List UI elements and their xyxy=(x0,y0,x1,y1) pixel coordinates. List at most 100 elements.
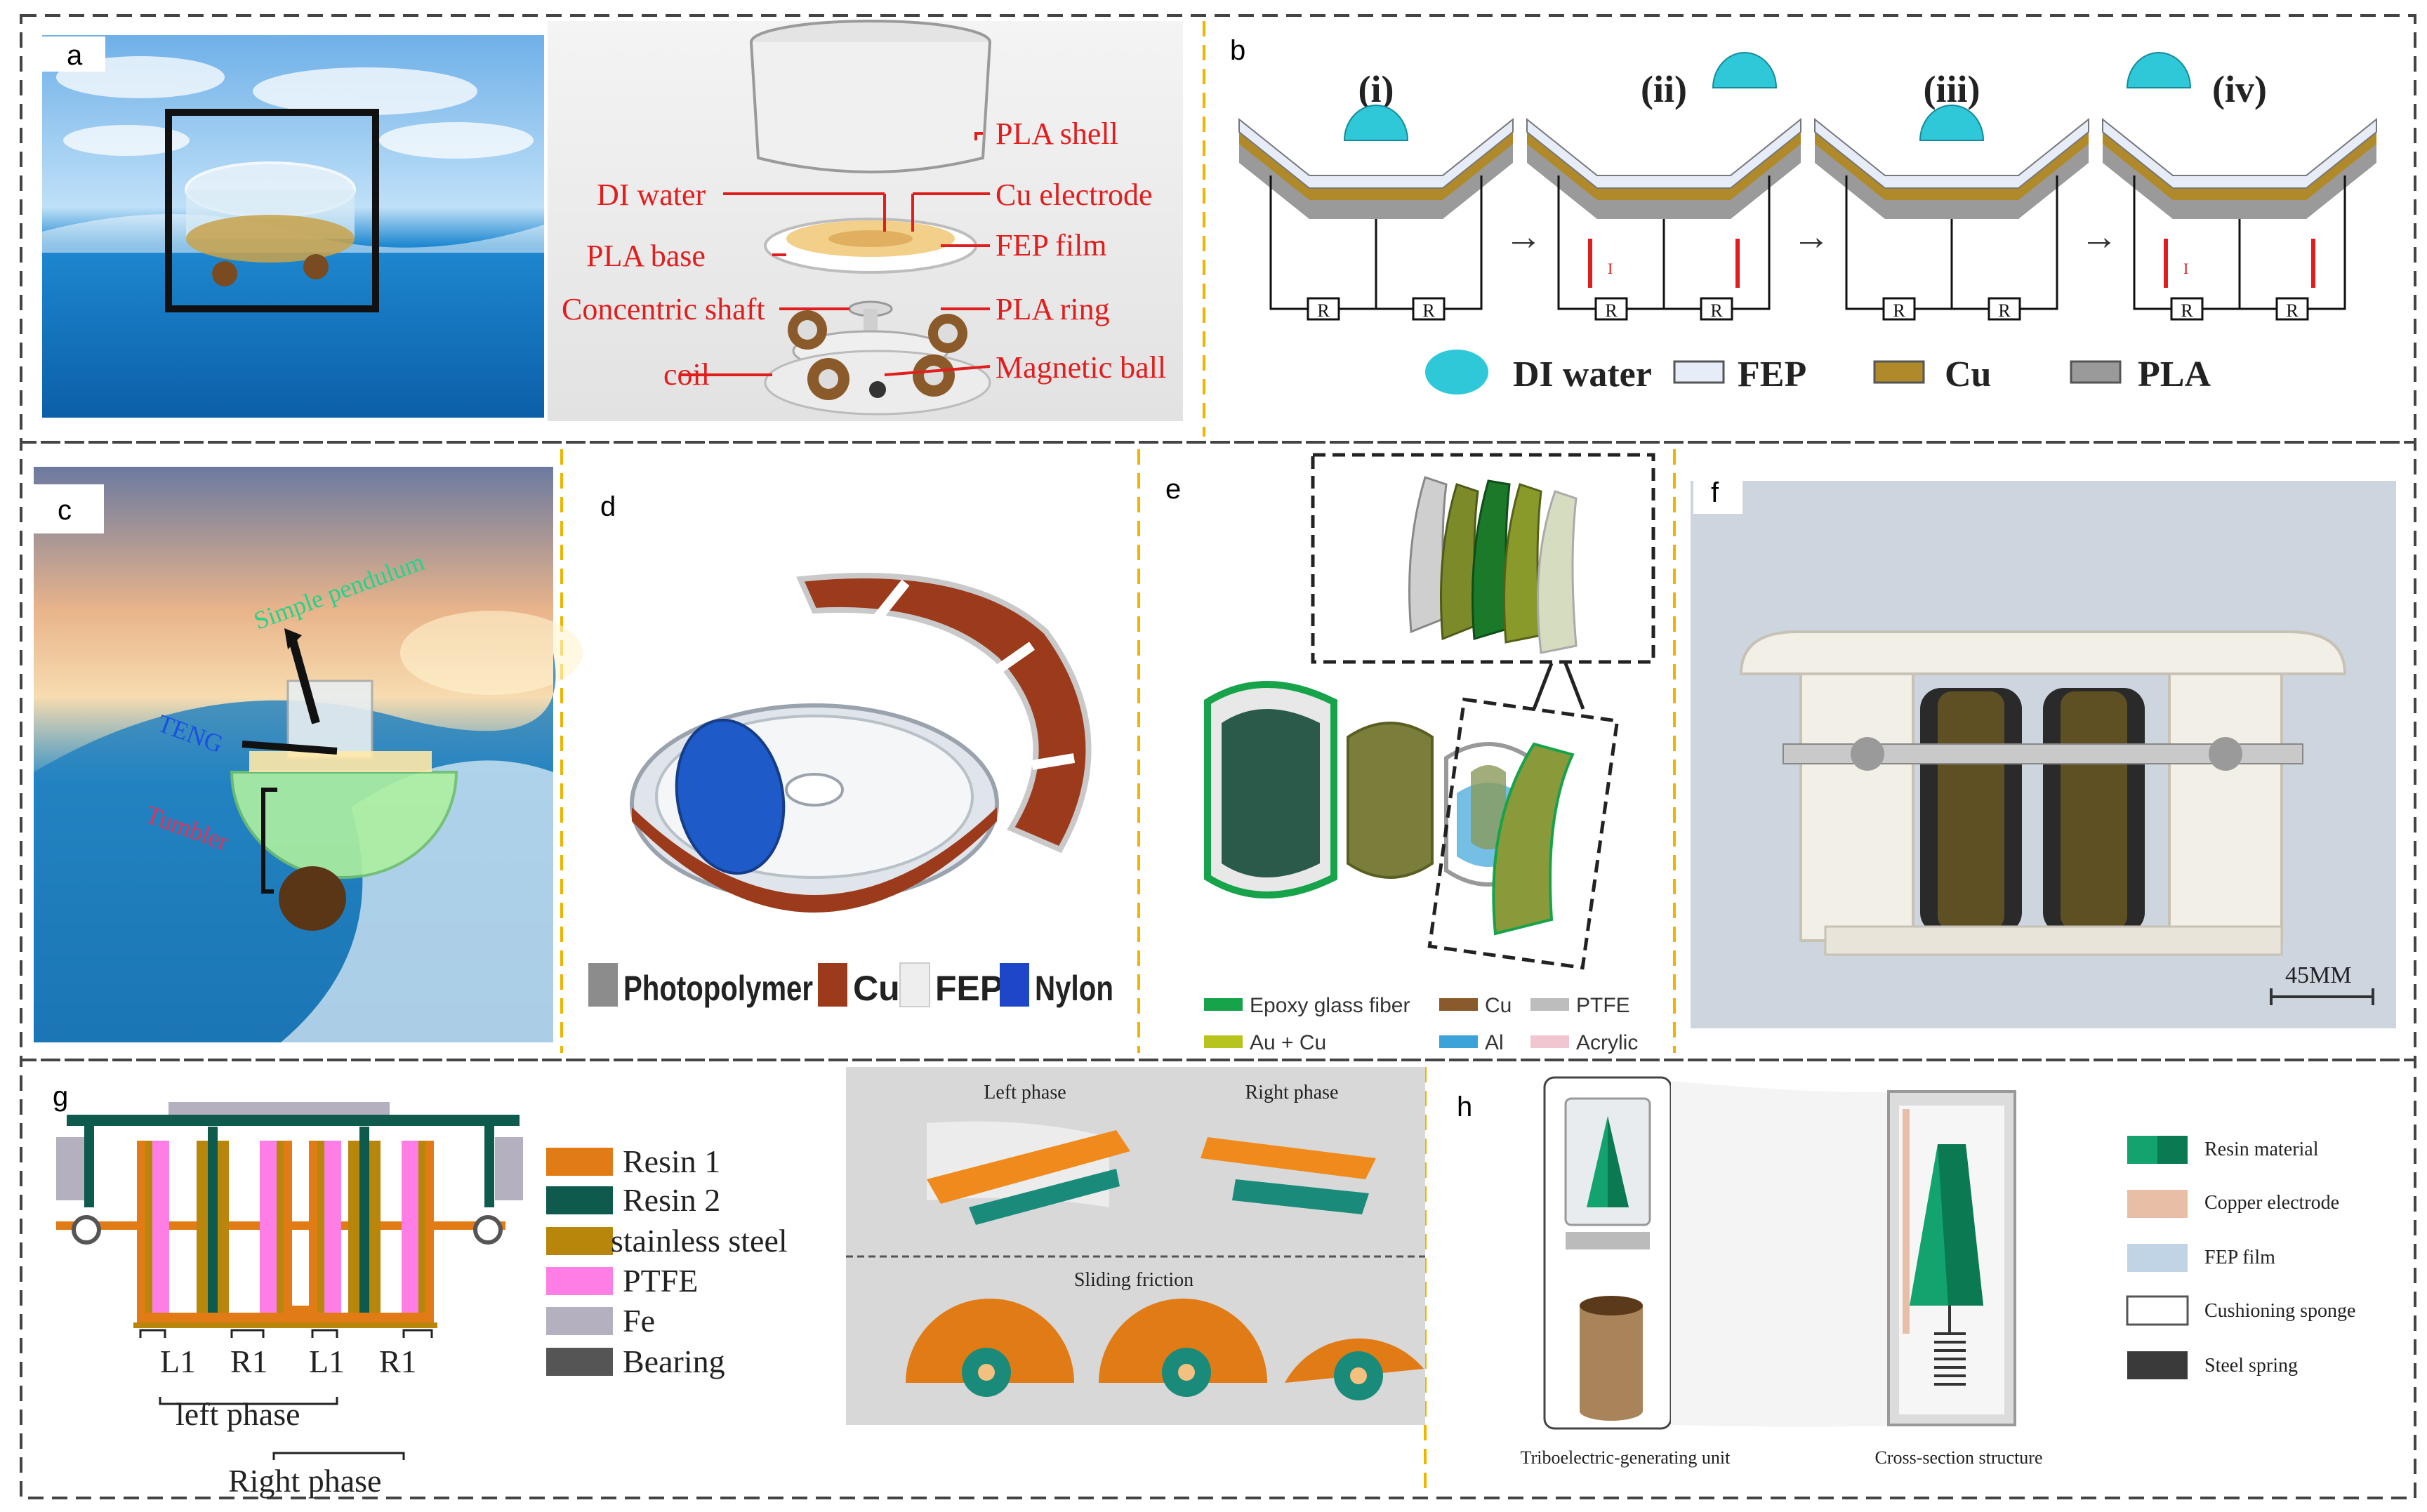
bottom-labels-g: L1 R1 L1 R1 left phase Right phase xyxy=(160,1344,417,1499)
render-parts xyxy=(906,1121,1424,1400)
panel-letter-e: e xyxy=(1165,474,1181,505)
legend-spring: Steel spring xyxy=(2204,1355,2298,1377)
legend-fep: FEP xyxy=(1738,354,1806,394)
schematic-g xyxy=(56,1102,523,1328)
legend-swatch-cu-e xyxy=(1439,998,1478,1011)
bracket-lines xyxy=(139,1329,433,1460)
legend-swatch-fe xyxy=(546,1307,613,1335)
resistor-label: R xyxy=(1998,300,2011,321)
stage-arrows: → → → xyxy=(1505,215,2118,258)
legend-swatch-fep xyxy=(899,962,930,1007)
tumbler-device xyxy=(230,628,458,931)
stage-label-2: (ii) xyxy=(1641,68,1687,110)
legend-swatch-di-water xyxy=(1425,350,1488,394)
legend-swatch-fep xyxy=(1673,360,1725,384)
resistor xyxy=(1412,297,1446,321)
panel-g: g xyxy=(53,1067,1425,1499)
legend-ptfe-g: PTFE xyxy=(623,1263,698,1299)
resistor-label: R xyxy=(2181,300,2193,321)
legend-g: Resin 1 Resin 2 stainless steel PTFE Fe … xyxy=(546,1143,788,1379)
current-label: I xyxy=(1608,260,1613,277)
legend-swatch-steel xyxy=(546,1227,613,1255)
legend-photopolymer: Photopolymer xyxy=(623,969,813,1008)
layers-main xyxy=(1204,681,1533,898)
label-r1-a: R1 xyxy=(230,1344,268,1379)
label-pla-shell: PLA shell xyxy=(996,117,1118,151)
scale-bar-label: 45MM xyxy=(2285,962,2351,988)
panel-d: d Photopolymer Cu FEP Nylon xyxy=(588,491,1113,1008)
legend-cu: Cu xyxy=(853,969,900,1008)
resistor-label: R xyxy=(1605,300,1618,321)
legend-swatch-pla xyxy=(2070,360,2122,384)
legend-al: Al xyxy=(1485,1031,1504,1054)
device-in-water xyxy=(185,161,356,286)
legend-swatch-ptfe-e xyxy=(1530,998,1569,1011)
legend-cu-e: Cu xyxy=(1485,994,1512,1017)
label-pla-ring: PLA ring xyxy=(996,292,1110,326)
legend-sponge: Cushioning sponge xyxy=(2204,1300,2355,1322)
arrow-3: → xyxy=(2080,215,2118,258)
arrow-1: → xyxy=(1505,215,1542,258)
panel-letter-c: c xyxy=(58,495,72,526)
label-render-right-phase: Right phase xyxy=(1245,1082,1339,1103)
panel-letter-g: g xyxy=(53,1081,68,1112)
stage-labels: (i) (ii) (iii) (iv) xyxy=(1358,68,2267,110)
stage-2: R R I xyxy=(1526,52,1801,321)
panel-a: a xyxy=(42,20,1183,421)
legend-swatch-resin-h xyxy=(2127,1136,2157,1164)
resistor xyxy=(1594,297,1628,321)
captions-h: Triboelectric-generating unit Cross-sect… xyxy=(1521,1447,2043,1468)
fep-layer xyxy=(2102,117,2377,189)
legend-fe: Fe xyxy=(623,1303,655,1339)
legend-bearing: Bearing xyxy=(623,1344,725,1379)
legend-acrylic: Acrylic xyxy=(1576,1031,1638,1054)
legend-fep-h: FEP film xyxy=(2204,1247,2275,1268)
legend-e: Epoxy glass fiber Cu PTFE Au + Cu Al Acr… xyxy=(1204,994,1638,1054)
fep-layer xyxy=(1814,117,2089,189)
resistor-label: R xyxy=(1710,300,1723,321)
stage-label-1: (i) xyxy=(1358,68,1394,110)
legend-nylon: Nylon xyxy=(1035,969,1113,1008)
stage-label-3: (iii) xyxy=(1924,68,1980,110)
zoom-box xyxy=(165,109,379,312)
label-render-left-phase: Left phase xyxy=(984,1082,1066,1103)
label-fep-film: FEP film xyxy=(996,228,1107,263)
legend-h: Resin material Copper electrode FEP film… xyxy=(2126,1136,2355,1379)
legend-resin1: Resin 1 xyxy=(623,1143,720,1179)
label-l1-a: L1 xyxy=(160,1344,196,1379)
projection-band xyxy=(1671,1081,1910,1427)
layers-zoom xyxy=(1408,476,1578,654)
callout-lines xyxy=(681,132,991,376)
legend-swatch-sponge xyxy=(2126,1295,2189,1326)
legend-resin-h: Resin material xyxy=(2204,1139,2319,1160)
current-label: I xyxy=(2183,260,2188,277)
pla-layer xyxy=(1239,140,1513,219)
legend-swatch-photopolymer xyxy=(588,963,618,1007)
water-droplet xyxy=(1919,105,1985,141)
label-sliding-friction: Sliding friction xyxy=(1074,1269,1193,1291)
unit-render xyxy=(1564,1097,1651,1421)
label-right-phase: Right phase xyxy=(228,1463,381,1499)
resistor-label: R xyxy=(1422,300,1435,321)
label-magnetic-ball: Magnetic ball xyxy=(996,350,1166,385)
resistor xyxy=(2170,297,2204,321)
caption-cross-section: Cross-section structure xyxy=(1874,1447,2042,1468)
label-pla-base: PLA base xyxy=(586,239,706,273)
bowl-device xyxy=(630,573,1092,913)
legend-swatch-copper xyxy=(2127,1190,2188,1218)
render-labels: Left phase Right phase Sliding friction xyxy=(984,1082,1338,1291)
resistor xyxy=(1700,297,1733,321)
pla-layer xyxy=(1527,140,1801,219)
legend-swatch-cu xyxy=(1873,360,1925,384)
device-f xyxy=(1739,630,2347,956)
panel-letter-d: d xyxy=(600,491,616,522)
fep-layer xyxy=(1526,117,1801,189)
panel-f: 45MM f xyxy=(1691,472,2396,1028)
panel-c: Simple pendulum TENG Tumbler c xyxy=(34,467,583,1042)
resistor-label: R xyxy=(1317,300,1330,321)
exploded-device xyxy=(750,20,991,416)
label-l1-b: L1 xyxy=(309,1344,345,1379)
